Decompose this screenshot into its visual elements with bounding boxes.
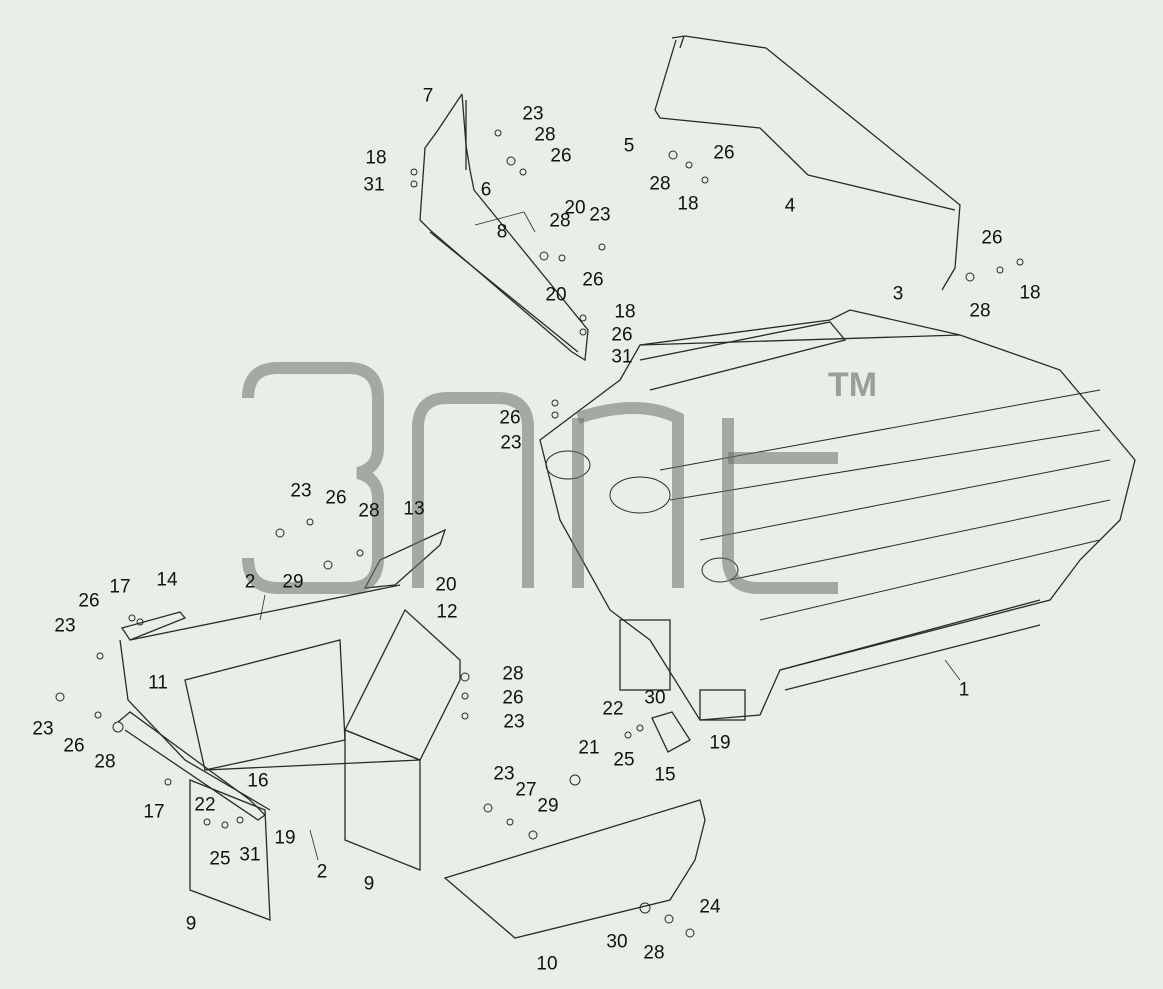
callout-label: 11 [148, 672, 168, 694]
callout-label: 18 [365, 147, 387, 169]
callout-label: 26 [78, 590, 100, 612]
callout-label: 26 [63, 735, 85, 757]
callout-label: 20 [564, 197, 586, 219]
callout-label: 13 [403, 498, 425, 520]
callout-label: 31 [363, 174, 385, 196]
callout-label: 26 [582, 269, 604, 291]
callout-label: 23 [589, 204, 611, 226]
part-7-panel [419, 93, 589, 362]
callout-label: 23 [500, 432, 522, 454]
callout-label: 18 [614, 301, 636, 323]
callout-label: 28 [502, 663, 524, 685]
callout-label: 21 [578, 737, 600, 759]
callout-label: 25 [613, 749, 635, 771]
callout-label: 7 [422, 85, 434, 107]
callout-label: 18 [677, 193, 699, 215]
part-14-bracket [120, 611, 187, 641]
callout-label: 23 [32, 718, 54, 740]
watermark-logo [242, 362, 838, 594]
callout-label: 3 [892, 283, 904, 305]
callout-label: 23 [493, 763, 515, 785]
callout-label: 29 [282, 571, 304, 593]
callout-label: 28 [643, 942, 665, 964]
callout-label: 28 [534, 124, 556, 146]
callout-label: 26 [713, 142, 735, 164]
callout-label: 9 [363, 873, 375, 895]
callout-label: 17 [109, 576, 131, 598]
callout-label: 30 [606, 931, 628, 953]
callout-label: 23 [54, 615, 76, 637]
callout-label: 26 [325, 487, 347, 509]
callout-label: 16 [247, 770, 269, 792]
callout-label: 25 [209, 848, 231, 870]
callout-label: 26 [499, 407, 521, 429]
callout-label: 30 [644, 687, 666, 709]
leader-lines [259, 211, 961, 861]
callout-label: 23 [290, 480, 312, 502]
callout-label: 22 [602, 698, 624, 720]
callout-label: 22 [194, 794, 216, 816]
part-12-panel [344, 608, 461, 761]
callout-label: 12 [436, 601, 458, 623]
callout-label: 17 [143, 801, 165, 823]
callout-label: 10 [536, 953, 558, 975]
callout-label: 2 [244, 571, 256, 593]
callout-label: 26 [502, 687, 524, 709]
callout-label: 20 [545, 284, 567, 306]
trademark-label: TM [828, 366, 878, 404]
callout-label: 26 [611, 324, 633, 346]
part-2-panel [119, 584, 421, 921]
callout-label: 15 [654, 764, 676, 786]
callout-label: 1 [958, 679, 970, 701]
hardware-markers [55, 129, 1024, 938]
part-15-bracket [651, 711, 691, 753]
callout-label: 20 [435, 574, 457, 596]
callout-label: 8 [496, 221, 508, 243]
callout-label: 4 [784, 195, 796, 217]
callout-label: 5 [623, 135, 635, 157]
callout-label: 28 [549, 210, 571, 232]
callout-label: 27 [515, 779, 537, 801]
callout-label: 28 [649, 173, 671, 195]
callout-label: 28 [94, 751, 116, 773]
part-4-rod-frame [654, 35, 961, 291]
callout-label: 23 [522, 103, 544, 125]
part-1-main-body [539, 309, 1136, 721]
callout-label: 23 [503, 711, 525, 733]
callout-label: 18 [1019, 282, 1041, 304]
callout-label: 31 [239, 844, 261, 866]
part-10-panel [443, 799, 706, 939]
callout-label: 6 [480, 179, 492, 201]
callout-label: 19 [709, 732, 731, 754]
callout-label: 28 [358, 500, 380, 522]
callout-label: 29 [537, 795, 559, 817]
callout-label: 26 [981, 227, 1003, 249]
part-11-bar [117, 711, 267, 821]
callout-label: 26 [550, 145, 572, 167]
callout-label: 31 [611, 346, 633, 368]
callout-label: 9 [185, 913, 197, 935]
callout-label: 19 [274, 827, 296, 849]
callout-label: 28 [969, 300, 991, 322]
callout-label: 2 [316, 861, 328, 883]
callout-label: 14 [156, 569, 178, 591]
callout-label: 24 [699, 896, 721, 918]
